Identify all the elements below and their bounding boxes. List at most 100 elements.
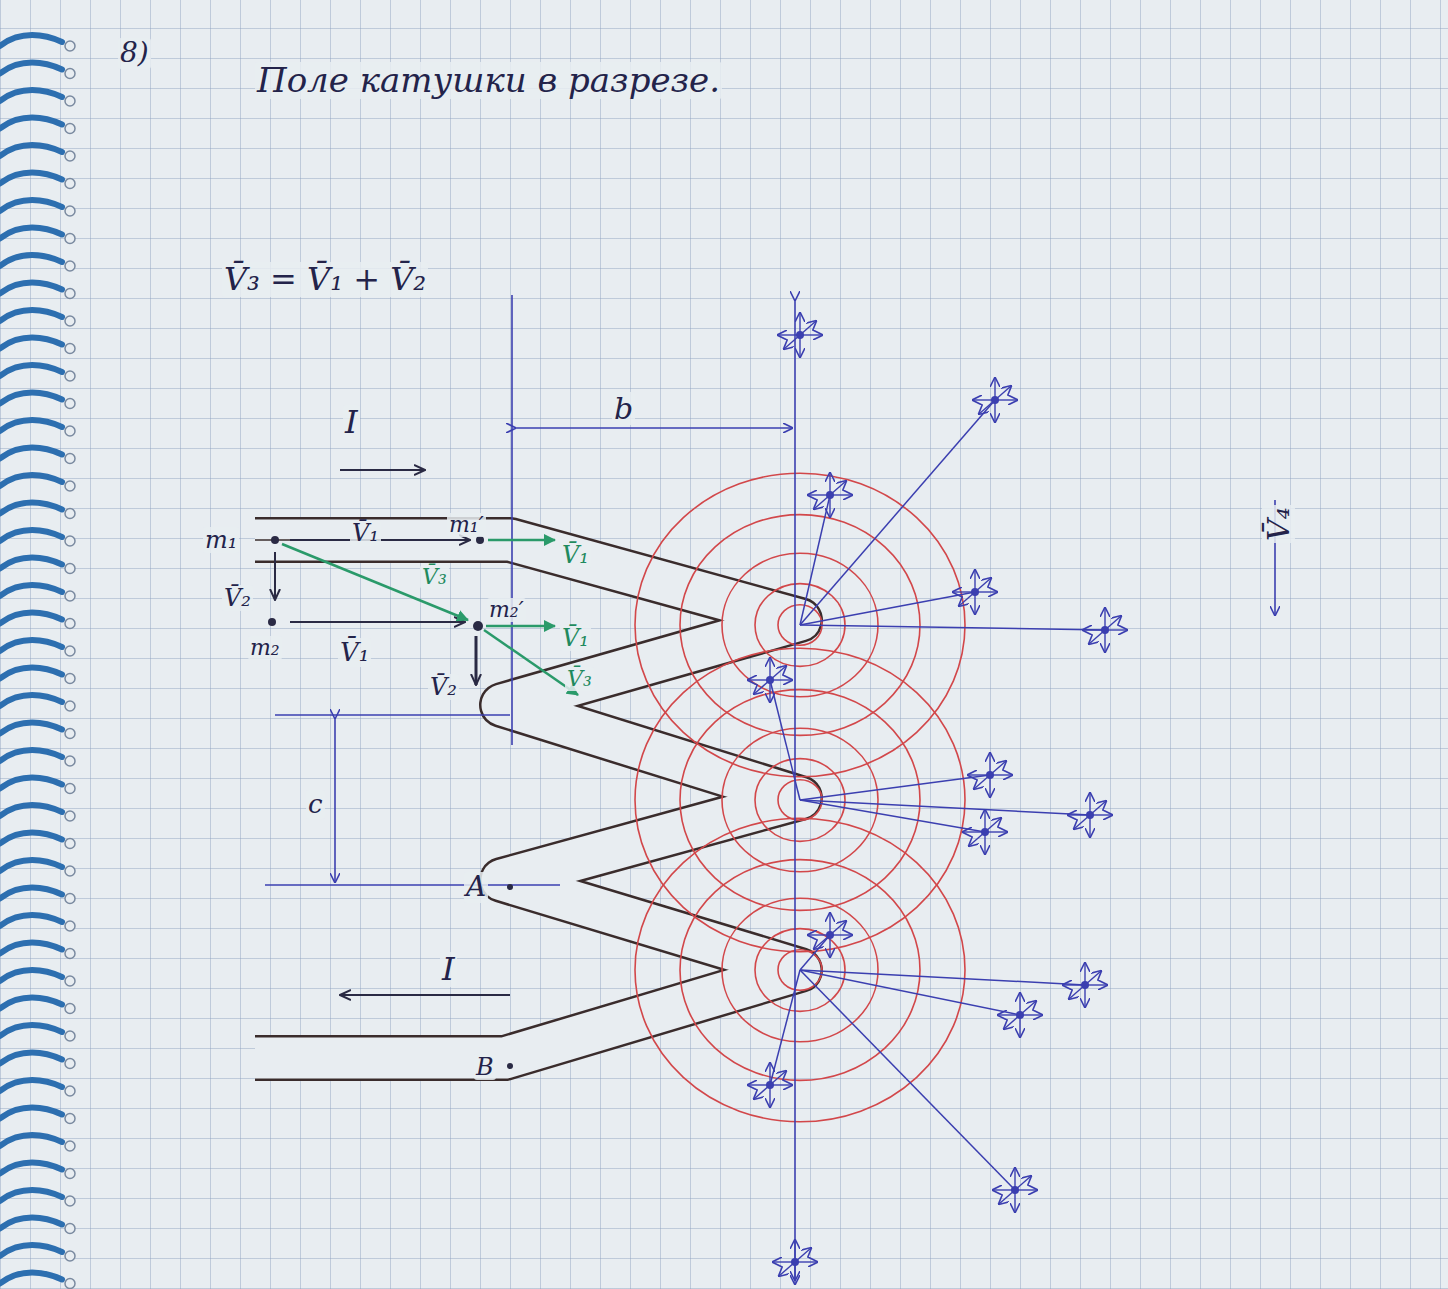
construction-lines: [265, 295, 1275, 1280]
velocity-vectors: [268, 470, 578, 1069]
dimension-b: [515, 427, 792, 429]
binding-loop: [0, 860, 62, 871]
binding-hole: [65, 316, 75, 326]
binding-loop: [0, 558, 62, 569]
binding-hole: [65, 289, 75, 299]
binding-loop: [0, 750, 62, 761]
binding-hole: [65, 399, 75, 409]
mass-point: [268, 618, 276, 626]
binding-hole: [65, 564, 75, 574]
binding-hole: [65, 124, 75, 134]
dimension-tick: [275, 714, 510, 716]
binding-loop: [0, 448, 62, 459]
mass-point: [271, 536, 279, 544]
mass-point: [473, 621, 483, 631]
binding-hole: [65, 69, 75, 79]
field-rings: [635, 473, 965, 1122]
binding-loop: [0, 283, 62, 294]
binding-hole: [65, 756, 75, 766]
page-title: Поле катушки в разрезе.: [255, 62, 722, 99]
binding-hole: [65, 811, 75, 821]
point-b: [507, 1063, 513, 1069]
binding-loop: [0, 255, 62, 266]
binding-hole: [65, 344, 75, 354]
binding-loop: [0, 1245, 62, 1256]
field-point: [1081, 981, 1089, 989]
velocity-label: V̄₁: [338, 638, 371, 667]
field-point: [766, 1081, 774, 1089]
binding-hole: [65, 454, 75, 464]
mass-label: m₂′: [487, 598, 526, 622]
dimension-tick: [265, 884, 560, 886]
binding-hole: [65, 261, 75, 271]
binding-loop: [0, 228, 62, 239]
field-point: [1016, 1011, 1024, 1019]
field-point: [766, 676, 774, 684]
binding-hole: [65, 481, 75, 491]
field-point: [826, 491, 834, 499]
radial-line: [770, 970, 800, 1085]
binding-loop: [0, 1218, 62, 1229]
field-point: [1101, 626, 1109, 634]
binding-hole: [65, 976, 75, 986]
binding-loop: [0, 1135, 62, 1146]
binding-loop: [0, 338, 62, 349]
binding-hole: [65, 646, 75, 656]
radial-line: [800, 935, 830, 970]
radial-line: [800, 800, 985, 832]
radial-line: [770, 680, 800, 800]
binding-hole: [65, 1059, 75, 1069]
binding-hole: [65, 591, 75, 601]
dimension-label: c: [306, 790, 325, 819]
binding-hole: [65, 1114, 75, 1124]
binding-loop: [0, 970, 62, 981]
binding-loop: [0, 173, 62, 184]
current-arrow: [340, 994, 510, 996]
binding-hole: [65, 1279, 75, 1289]
velocity-label: V̄₃: [565, 667, 594, 691]
current-label: I: [440, 952, 457, 987]
binding-hole: [65, 729, 75, 739]
point-label: A: [464, 872, 488, 903]
binding-loop: [0, 90, 62, 101]
binding-hole: [65, 921, 75, 931]
binding-hole: [65, 701, 75, 711]
binding-loop: [0, 585, 62, 596]
binding-hole: [65, 1224, 75, 1234]
binding-loop: [0, 63, 62, 74]
dimension-c: [334, 718, 336, 882]
binding-loop: [0, 695, 62, 706]
binding-hole: [65, 179, 75, 189]
binding-hole: [65, 151, 75, 161]
binding-hole: [65, 509, 75, 519]
coil-axis: [794, 300, 796, 1280]
binding-loop: [0, 35, 62, 46]
field-point: [1011, 1186, 1019, 1194]
velocity-label: V̄₄: [1262, 505, 1295, 543]
field-point: [981, 828, 989, 836]
velocity-label: V̄₂: [222, 585, 253, 611]
radial-line: [800, 592, 975, 625]
binding-hole: [65, 784, 75, 794]
field-point: [796, 331, 804, 339]
velocity-label: V̄₃: [420, 565, 449, 589]
binding-loop: [0, 475, 62, 486]
binding-loop: [0, 943, 62, 954]
reference-line: [511, 295, 513, 745]
binding-hole: [65, 234, 75, 244]
point-a: [507, 884, 513, 890]
dimension-label: b: [612, 392, 635, 425]
velocity-label: V̄₂: [428, 674, 459, 700]
v2-arrow: [274, 552, 276, 600]
binding-hole: [65, 1251, 75, 1261]
binding-loop: [0, 145, 62, 156]
binding-loop: [0, 530, 62, 541]
radial-line: [800, 970, 1085, 985]
radial-line: [800, 495, 830, 625]
binding-loop: [0, 668, 62, 679]
v1-arrow: [488, 539, 555, 542]
coil-outline: [255, 540, 800, 1058]
field-line: [635, 473, 965, 777]
binding-loop: [0, 1025, 62, 1036]
